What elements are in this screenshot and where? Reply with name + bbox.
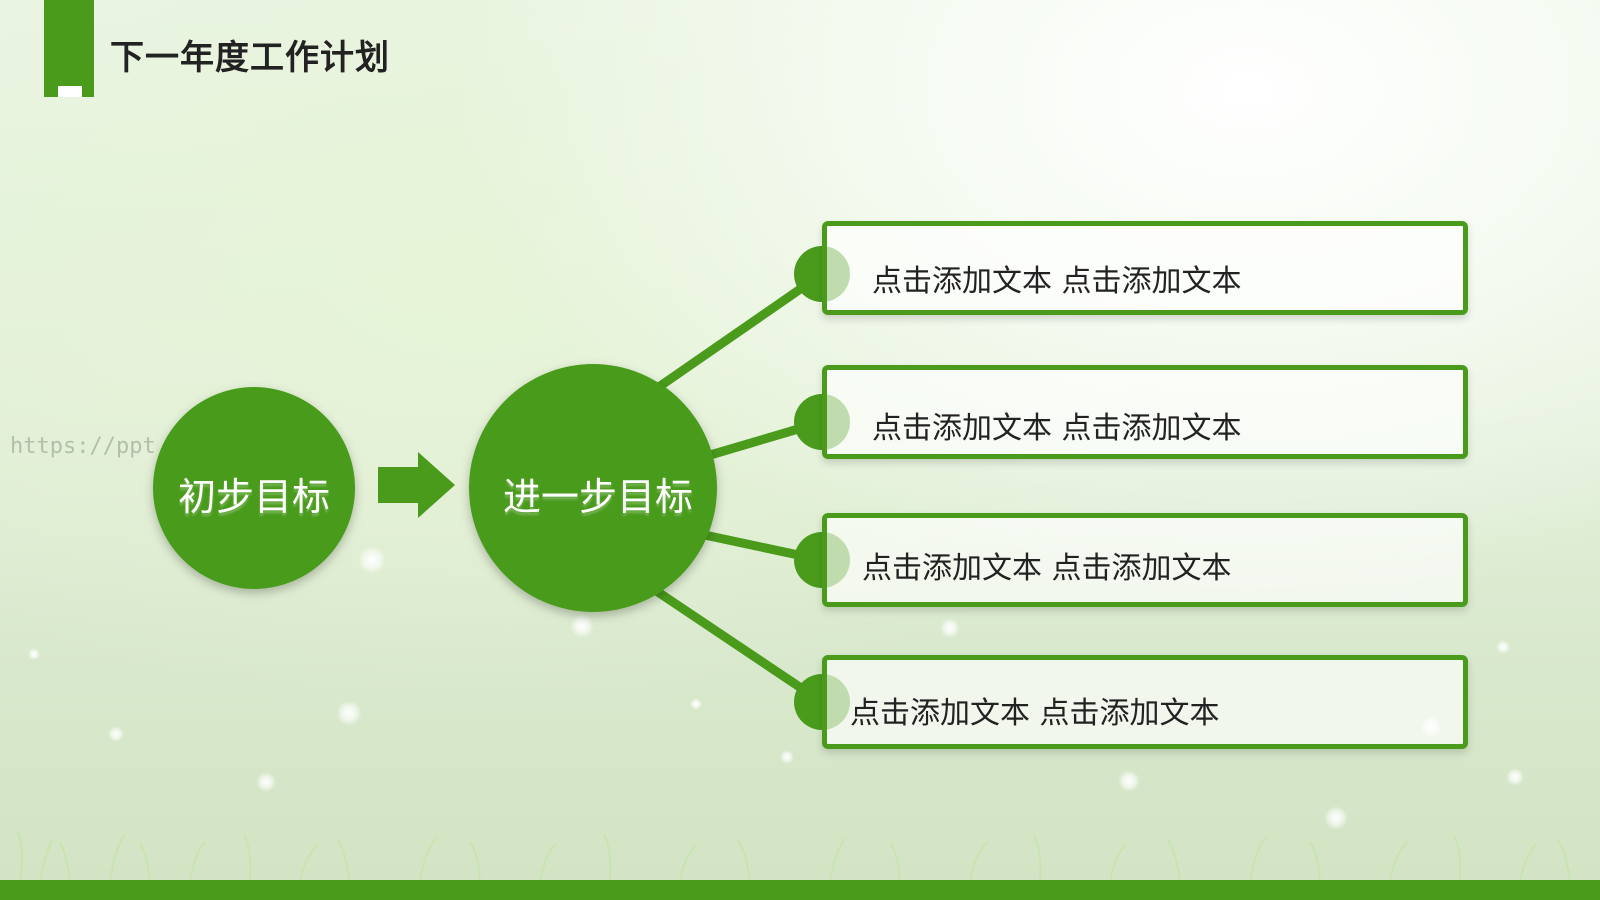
text-box-1[interactable] (822, 221, 1468, 315)
sparkle (1506, 768, 1524, 786)
start-goal-label: 初步目标 (177, 475, 331, 519)
sparkle (108, 726, 124, 742)
sparkle (1496, 640, 1510, 654)
sparkle (780, 750, 794, 764)
slide-title[interactable]: 下一年度工作计划 (110, 38, 390, 78)
next-goal-label: 进一步目标 (502, 475, 694, 519)
sparkle (940, 618, 960, 638)
text-box-2[interactable] (822, 365, 1468, 459)
bottom-grass-bar (0, 880, 1600, 900)
sparkle (1324, 806, 1348, 830)
title-accent-bar (44, 0, 94, 97)
text-box-3-label: 点击添加文本 点击添加文本 (862, 551, 1232, 586)
sparkle (358, 546, 386, 574)
right-arrow-icon (378, 452, 455, 518)
text-box-1-label: 点击添加文本 点击添加文本 (872, 264, 1242, 299)
title-accent-notch (58, 86, 82, 97)
sparkle (1118, 770, 1140, 792)
sparkle (690, 698, 702, 710)
start-goal-circle[interactable] (153, 387, 355, 589)
connector-line-1 (637, 270, 825, 404)
sparkle (256, 772, 276, 792)
text-box-4[interactable] (822, 655, 1468, 749)
sparkle (28, 648, 40, 660)
sparkle (336, 700, 362, 726)
sparkle (570, 614, 594, 638)
next-goal-circle[interactable] (469, 364, 717, 612)
text-box-4-label: 点击添加文本 点击添加文本 (850, 696, 1220, 731)
connector-line-4 (637, 576, 825, 706)
grass-decoration (17, 831, 1571, 882)
text-box-2-label: 点击添加文本 点击添加文本 (872, 411, 1242, 446)
text-box-3[interactable] (822, 513, 1468, 607)
